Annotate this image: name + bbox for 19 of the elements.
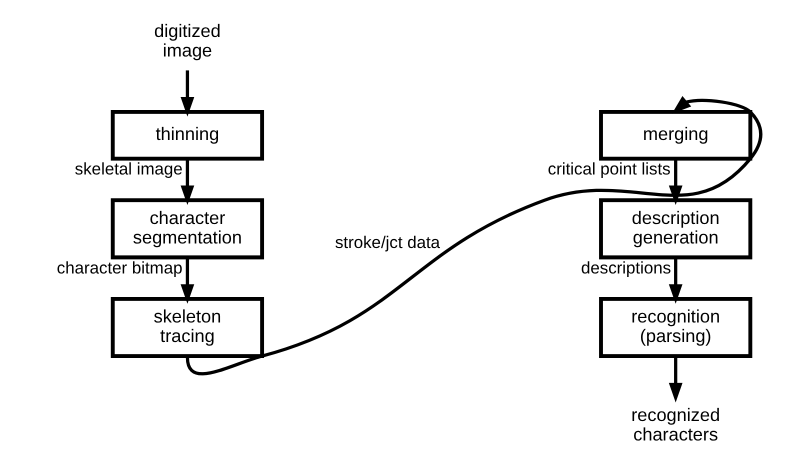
- node-text: digitized image: [154, 20, 220, 60]
- node-box: thinning: [110, 110, 264, 161]
- node-box: recognition (parsing): [598, 296, 752, 358]
- node-text: recognized characters: [630, 405, 720, 445]
- arrow: [668, 159, 682, 206]
- arrow: [180, 159, 194, 206]
- node-box: description generation: [598, 198, 752, 260]
- arrow: [180, 257, 194, 304]
- node-box: merging: [598, 110, 752, 161]
- edge-label: character bitmap: [56, 258, 182, 278]
- node-box: skeleton tracing: [110, 296, 264, 358]
- arrow: [180, 70, 194, 117]
- arrow: [668, 356, 682, 402]
- edge-label: stroke/jct data: [334, 232, 440, 252]
- arrow: [668, 257, 682, 304]
- edge-label: critical point lists: [547, 160, 670, 179]
- edge-label: skeletal image: [74, 160, 182, 179]
- edge-label: descriptions: [580, 258, 671, 278]
- node-box: character segmentation: [110, 198, 264, 260]
